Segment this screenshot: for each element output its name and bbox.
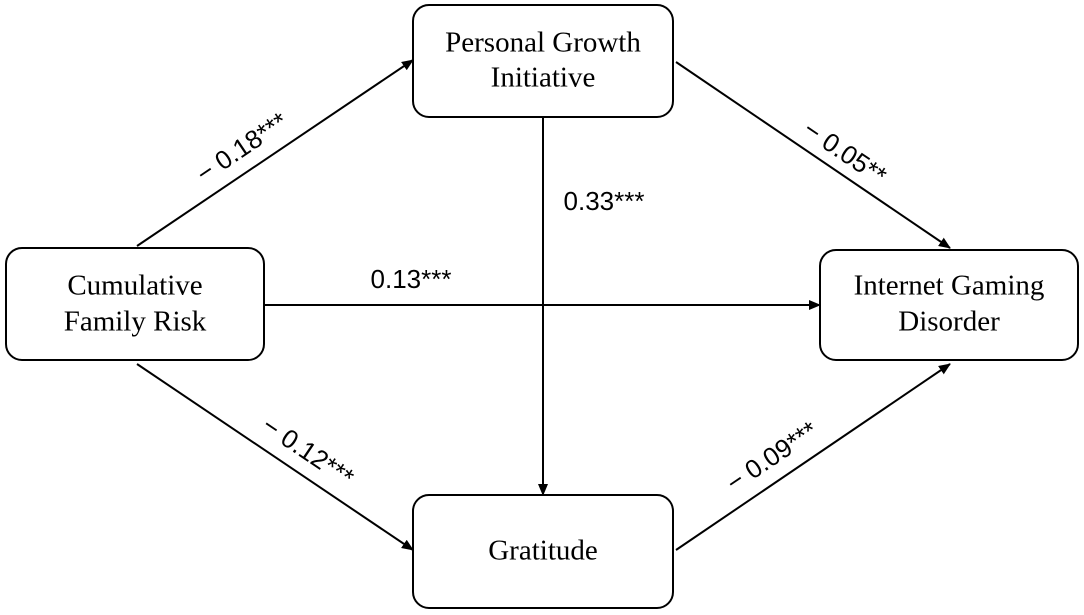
node-gratitude: Gratitude xyxy=(412,494,674,609)
path-cfr-to-pgi-arrow xyxy=(136,59,414,247)
path-pgi-to-igd-arrow xyxy=(675,61,951,249)
node-internet-gaming-disorder: Internet Gaming Disorder xyxy=(819,249,1079,361)
path-pgi-to-gratitude-label: 0.33*** xyxy=(564,186,645,216)
path-gratitude-to-igd-arrow xyxy=(675,363,951,551)
path-pgi-to-igd-label: − 0.05** xyxy=(798,114,892,191)
node-igd-line-1: Internet Gaming xyxy=(854,270,1045,302)
node-pgi-line-2: Initiative xyxy=(491,62,596,94)
path-cfr-to-gratitude-arrow xyxy=(136,363,414,551)
node-cfr-line-1: Cumulative xyxy=(67,270,202,302)
node-cfr-line-2: Family Risk xyxy=(64,306,207,338)
path-cfr-to-igd-label: 0.13*** xyxy=(371,264,452,294)
node-pgi-line-1: Personal Growth xyxy=(445,27,641,59)
node-gratitude-label: Gratitude xyxy=(488,535,598,567)
node-personal-growth-initiative: Personal Growth Initiative xyxy=(412,4,674,118)
node-cumulative-family-risk: Cumulative Family Risk xyxy=(5,247,265,361)
node-igd-line-2: Disorder xyxy=(898,306,1000,338)
